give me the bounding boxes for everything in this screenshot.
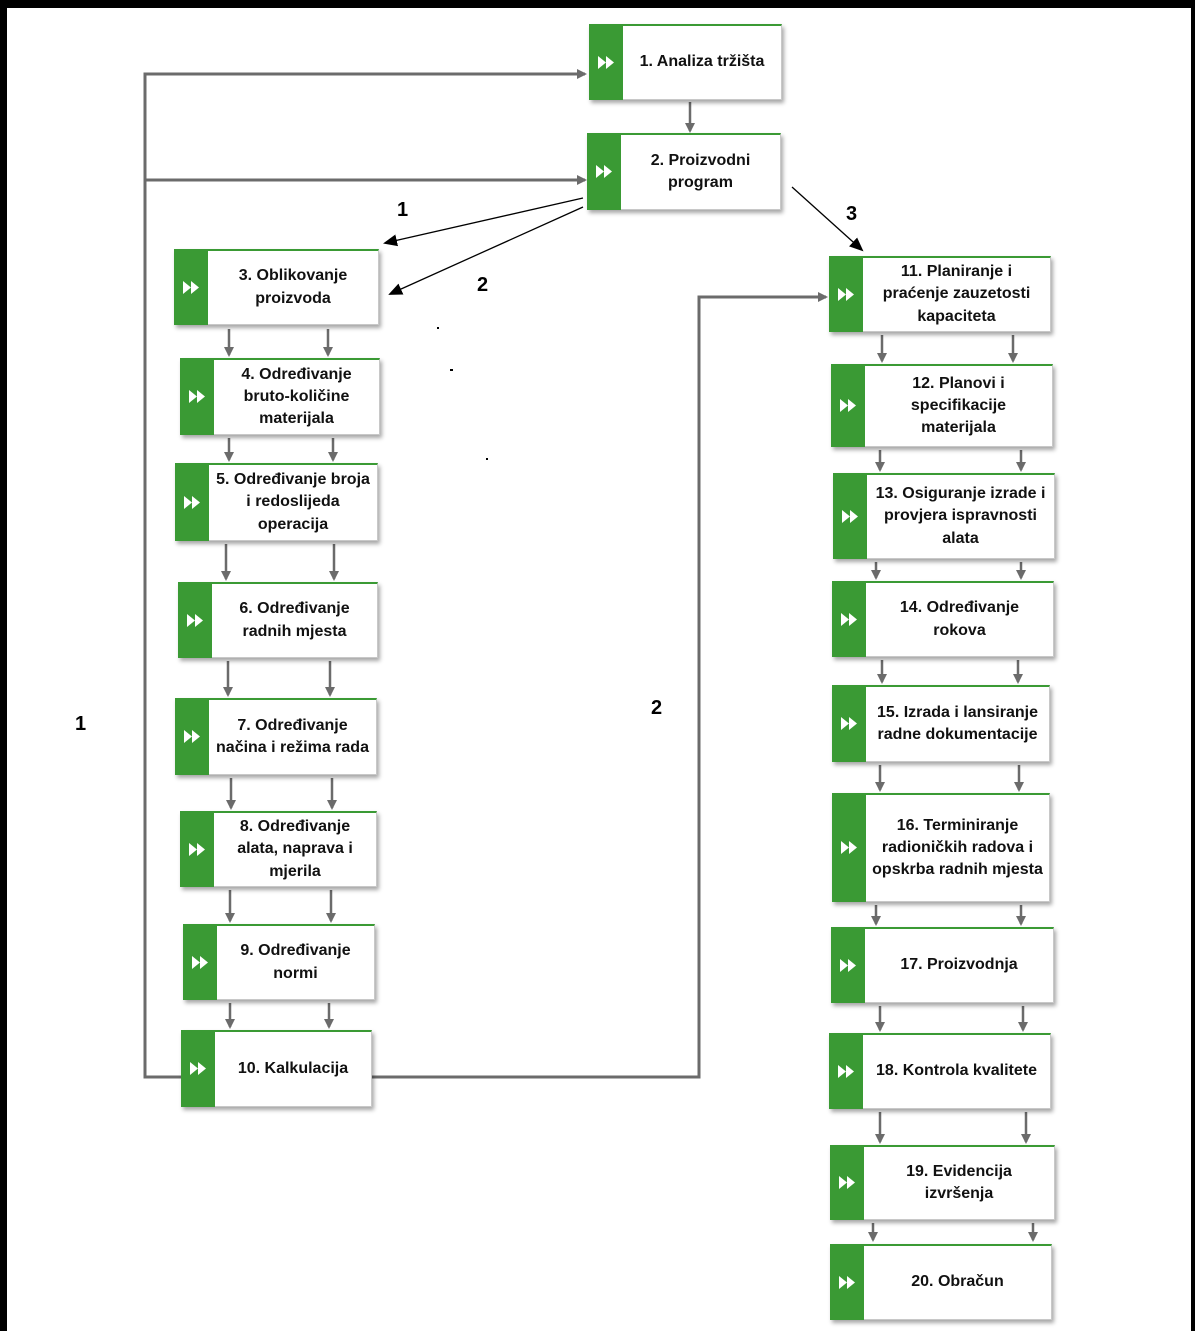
step-box-8: 8. Određivanje alata, naprava i mjerila (180, 811, 377, 887)
step-box-7: 7. Određivanje načina i režima rada (175, 698, 377, 775)
fast-forward-icon (180, 811, 214, 887)
step-label: 3. Oblikovanje proizvoda (208, 249, 379, 325)
fast-forward-icon (830, 1145, 864, 1220)
step-box-14: 14. Određivanje rokova (832, 581, 1054, 657)
stray-marks (437, 327, 488, 460)
step-box-1: 1. Analiza tržišta (589, 24, 782, 100)
fast-forward-icon (832, 793, 866, 902)
fast-forward-icon (831, 927, 865, 1003)
step-box-11: 11. Planiranje i praćenje zauzetosti kap… (829, 256, 1051, 332)
step-box-9: 9. Određivanje normi (183, 924, 375, 1000)
fast-forward-icon (181, 1030, 215, 1107)
step-box-2: 2. Proizvodni program (587, 133, 781, 210)
step-label: 10. Kalkulacija (215, 1030, 372, 1107)
step-label: 9. Određivanje normi (217, 924, 375, 1000)
step-box-13: 13. Osiguranje izrade i provjera ispravn… (833, 473, 1055, 559)
step-box-15: 15. Izrada i lansiranje radne dokumentac… (832, 685, 1050, 762)
step-label: 7. Određivanje načina i režima rada (209, 698, 377, 775)
step-label: 18. Kontrola kvalitete (863, 1033, 1051, 1109)
step-label: 5. Određivanje broja i redoslijeda opera… (209, 463, 378, 541)
path-label: 1 (75, 713, 87, 735)
path-label: 1 (397, 199, 409, 221)
step-box-18: 18. Kontrola kvalitete (829, 1033, 1051, 1109)
fast-forward-icon (829, 256, 863, 332)
step-label: 8. Određivanje alata, naprava i mjerila (214, 811, 377, 887)
step-box-10: 10. Kalkulacija (181, 1030, 372, 1107)
fast-forward-icon (175, 463, 209, 541)
fast-forward-icon (831, 364, 865, 447)
step-box-5: 5. Određivanje broja i redoslijeda opera… (175, 463, 378, 541)
step-label: 11. Planiranje i praćenje zauzetosti kap… (863, 256, 1051, 332)
step-label: 16. Terminiranje radioničkih radova i op… (866, 793, 1050, 902)
fast-forward-icon (183, 924, 217, 1000)
step-box-16: 16. Terminiranje radioničkih radova i op… (832, 793, 1050, 902)
fast-forward-icon (587, 133, 621, 210)
fast-forward-icon (175, 698, 209, 775)
fast-forward-icon (174, 249, 208, 325)
step-label: 13. Osiguranje izrade i provjera ispravn… (867, 473, 1055, 559)
step-label: 2. Proizvodni program (621, 133, 781, 210)
connector-10-to-11 (372, 292, 828, 1079)
path-label: 2 (651, 697, 663, 719)
step-label: 14. Određivanje rokova (866, 581, 1054, 657)
step-label: 6. Određivanje radnih mjesta (212, 582, 378, 658)
step-label: 20. Obračun (864, 1244, 1052, 1320)
fast-forward-icon (180, 358, 214, 435)
step-box-19: 19. Evidencija izvršenja (830, 1145, 1055, 1220)
fast-forward-icon (178, 582, 212, 658)
fast-forward-icon (833, 473, 867, 559)
step-label: 1. Analiza tržišta (623, 24, 782, 100)
step-label: 15. Izrada i lansiranje radne dokumentac… (866, 685, 1050, 762)
step-box-12: 12. Planovi i specifikacije materijala (831, 364, 1053, 447)
step-label: 17. Proizvodnja (865, 927, 1054, 1003)
branch-arrows (383, 186, 864, 295)
fast-forward-icon (829, 1033, 863, 1109)
step-label: 4. Određivanje bruto-količine materijala (214, 358, 380, 435)
step-label: 12. Planovi i specifikacije materijala (865, 364, 1053, 447)
path-label: 3 (846, 203, 858, 225)
step-box-3: 3. Oblikovanje proizvoda (174, 249, 379, 325)
step-box-4: 4. Određivanje bruto-količine materijala (180, 358, 380, 435)
fast-forward-icon (832, 685, 866, 762)
step-label: 19. Evidencija izvršenja (864, 1145, 1055, 1220)
fast-forward-icon (832, 581, 866, 657)
step-box-20: 20. Obračun (830, 1244, 1052, 1320)
step-connectors (221, 329, 1038, 1242)
fast-forward-icon (830, 1244, 864, 1320)
step-box-17: 17. Proizvodnja (831, 927, 1054, 1003)
path-label: 2 (477, 274, 489, 296)
feedback-loop-connector (143, 69, 587, 1079)
step-box-6: 6. Određivanje radnih mjesta (178, 582, 378, 658)
fast-forward-icon (589, 24, 623, 100)
